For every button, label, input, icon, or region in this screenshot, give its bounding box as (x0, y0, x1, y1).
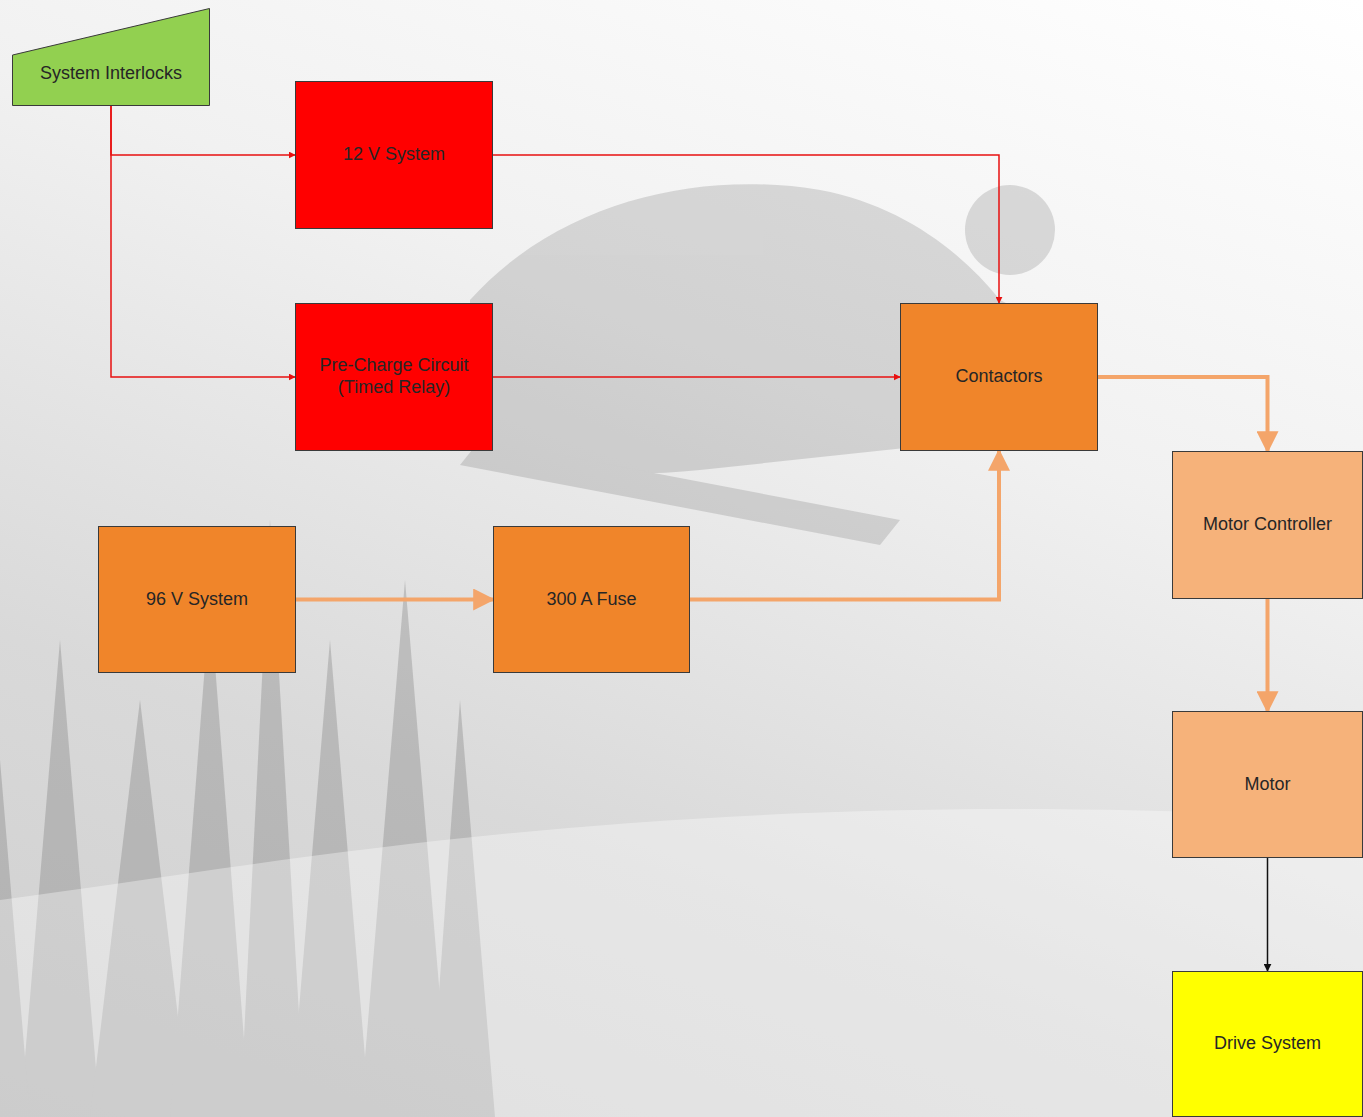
node-label: Pre-Charge Circuit (Timed Relay) (304, 355, 484, 398)
manual-input-outline (13, 9, 210, 106)
connector-arrow (111, 106, 295, 377)
connector-arrow (1267, 858, 1269, 971)
process-box: 12 V System (295, 81, 493, 229)
snow-haze (0, 809, 1363, 1117)
node-label: 96 V System (146, 589, 248, 611)
process-box: Motor Controller (1172, 451, 1363, 599)
manual-input-shape (12, 8, 210, 106)
connector-arrow (1266, 599, 1270, 711)
connector-arrow (296, 598, 493, 602)
manual-input-box: System Interlocks (12, 8, 210, 106)
connector-arrow (1098, 377, 1268, 451)
connector-arrow (690, 451, 999, 600)
node-label: 300 A Fuse (546, 589, 636, 611)
process-box: Drive System (1172, 971, 1363, 1117)
process-box: Contactors (900, 303, 1098, 451)
process-box: Motor (1172, 711, 1363, 858)
connector-arrow (111, 106, 295, 155)
connector-arrow (493, 155, 999, 303)
node-label: Contactors (955, 366, 1042, 388)
node-label: 12 V System (343, 144, 445, 166)
node-label: System Interlocks (40, 63, 182, 85)
process-box: 96 V System (98, 526, 296, 673)
connector-arrow (493, 376, 900, 378)
node-label: Motor Controller (1203, 514, 1332, 536)
node-label: Motor (1244, 774, 1290, 796)
node-label: Drive System (1214, 1033, 1321, 1055)
process-box: 300 A Fuse (493, 526, 690, 673)
process-box: Pre-Charge Circuit (Timed Relay) (295, 303, 493, 451)
